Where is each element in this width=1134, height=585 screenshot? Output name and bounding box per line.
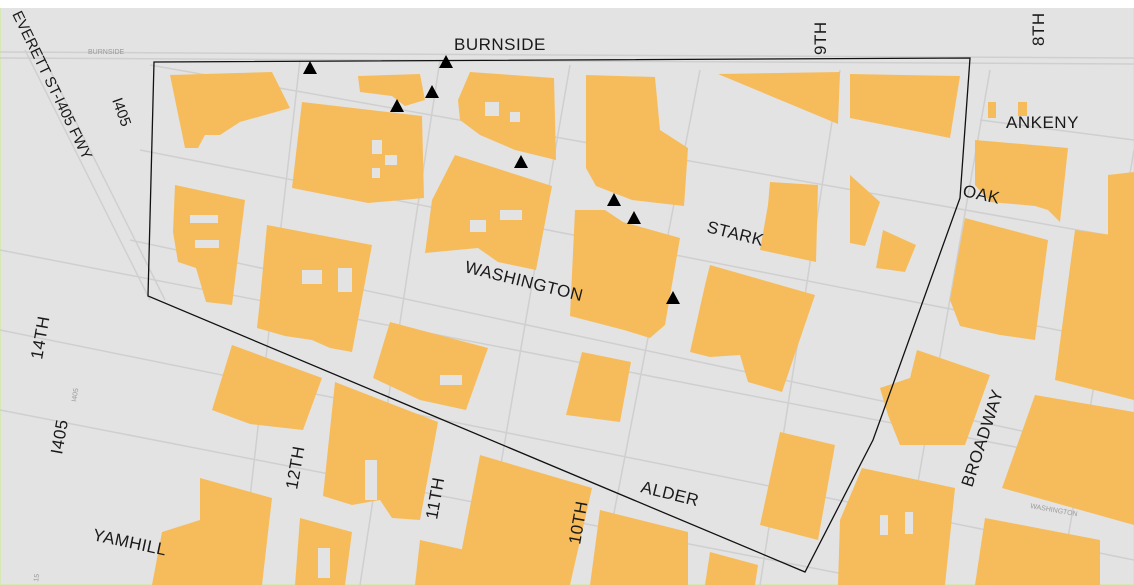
building-gaps xyxy=(190,102,913,578)
street-label-9th: 9TH xyxy=(811,21,830,55)
triangle-marker-icon xyxy=(607,193,621,206)
triangle-marker-icon xyxy=(514,155,528,168)
study-area-boundary xyxy=(147,57,971,573)
map-top-margin xyxy=(0,0,1134,8)
triangle-marker-icon xyxy=(303,61,317,74)
triangle-marker-icon xyxy=(390,99,404,112)
street-label-burnside: BURNSIDE xyxy=(454,35,546,54)
street-label-8th: 8TH xyxy=(1029,12,1048,46)
triangle-marker-icon xyxy=(439,55,453,68)
street-label-ankeny: ANKENY xyxy=(1006,113,1079,132)
triangle-marker-icon xyxy=(666,291,680,304)
triangle-marker-icon xyxy=(627,211,641,224)
markers xyxy=(303,55,680,304)
street-label-corner: 15 xyxy=(33,573,41,582)
triangle-marker-icon xyxy=(425,85,439,98)
street-label-burnside-small: BURNSIDE xyxy=(88,49,125,56)
street-label-i405-small: I405 xyxy=(71,388,80,403)
